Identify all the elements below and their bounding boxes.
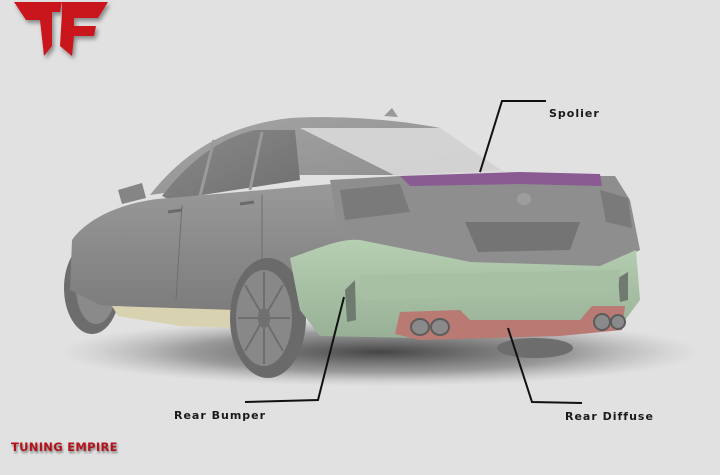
rear-diffuser-part [395, 306, 625, 340]
brand-name: TUNING EMPIRE [11, 440, 118, 454]
bumper-callout-line [244, 296, 345, 403]
callout-lines [244, 100, 583, 404]
spoiler-callout-line [479, 100, 546, 173]
rear-window [300, 128, 505, 178]
plate-recess [465, 222, 580, 252]
rear-bumper-label: Rear Bumper [174, 409, 267, 422]
side-mirror [118, 183, 146, 204]
spoiler-label: Spolier [549, 107, 600, 120]
diffuser-callout-line [507, 327, 583, 404]
rear-wheel [230, 258, 306, 378]
tail-light-left [340, 184, 410, 220]
rear-diffuser-label: Rear Diffuse [565, 410, 654, 423]
side-windows [162, 130, 300, 200]
exhaust-tips [410, 313, 626, 336]
spoiler-part [400, 172, 602, 186]
brand-logo-icon [14, 2, 108, 56]
tail-light-right [600, 190, 632, 228]
